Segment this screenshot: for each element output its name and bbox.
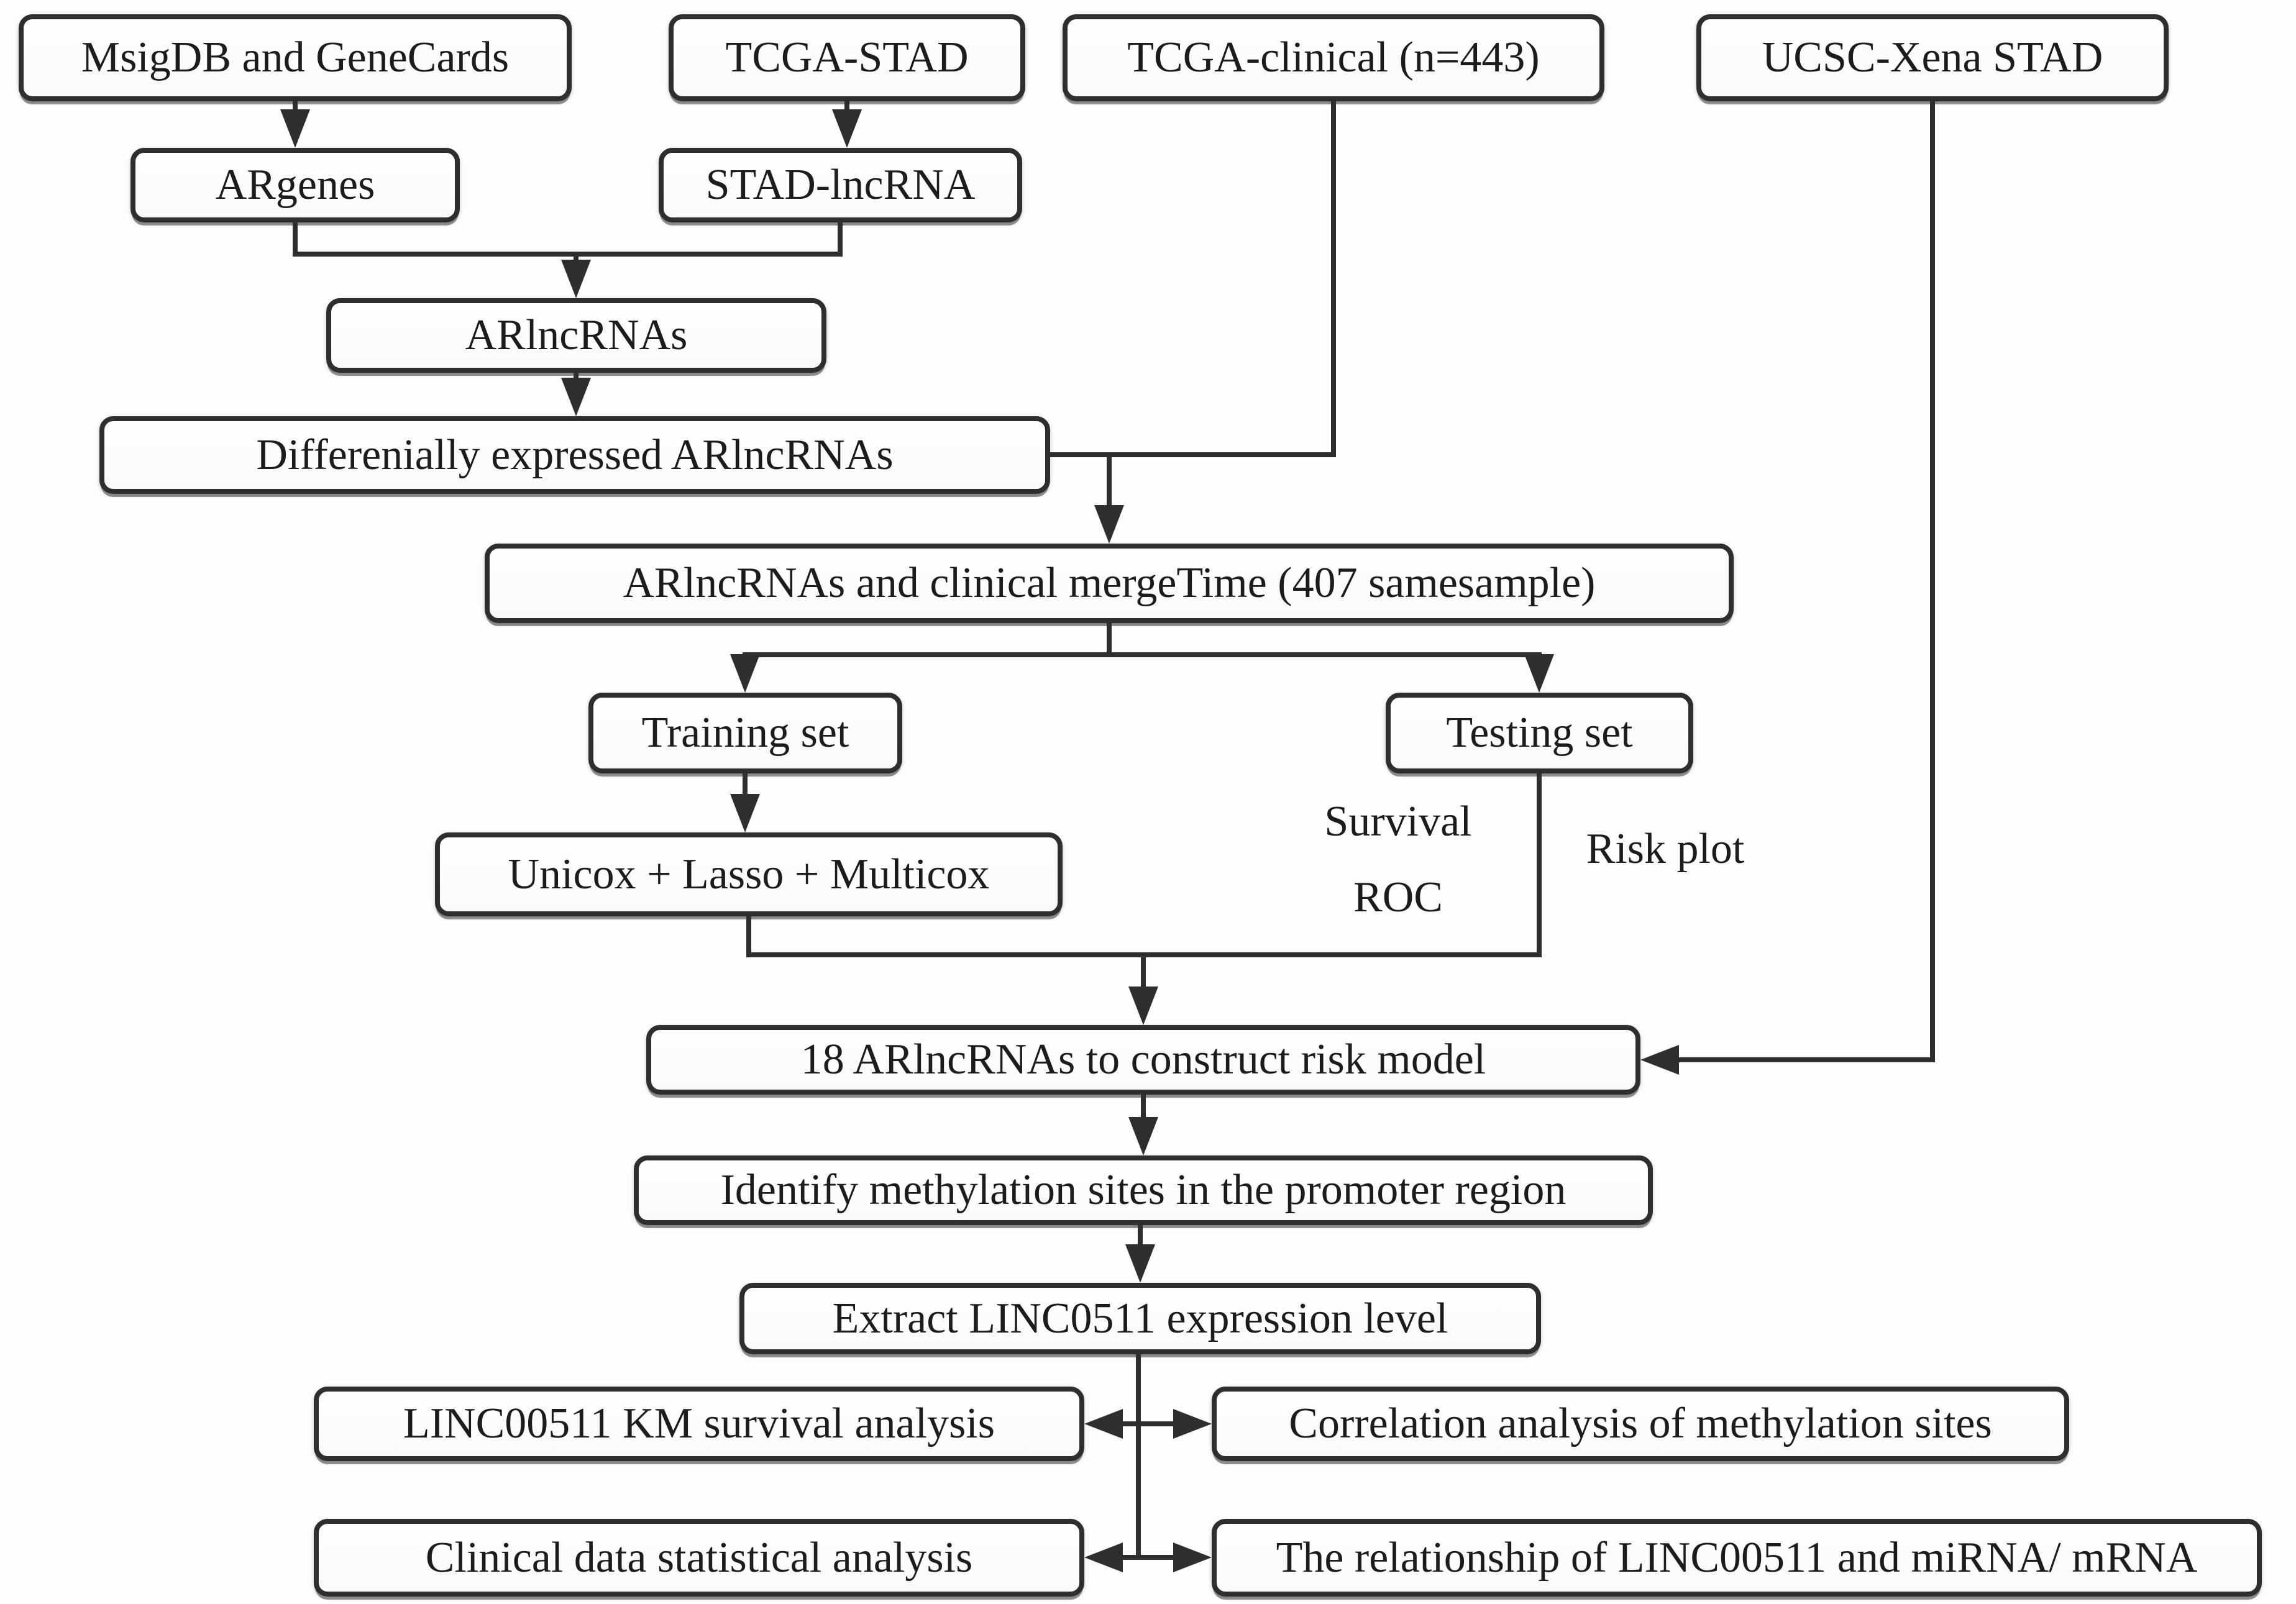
- arrow-down-icon: [730, 654, 760, 693]
- node-testing-set: Testing set: [1386, 693, 1693, 773]
- node-km-survival: LINC00511 KM survival analysis: [314, 1387, 1084, 1461]
- arrow-down-icon: [1524, 654, 1554, 693]
- connector-line: [1112, 1555, 1187, 1560]
- connector-line: [743, 652, 1542, 657]
- arrow-down-icon: [280, 109, 310, 148]
- node-risk-model: 18 ARlncRNAs to construct risk model: [646, 1025, 1640, 1095]
- node-label: 18 ARlncRNAs to construct risk model: [800, 1036, 1486, 1083]
- arrow-down-icon: [561, 378, 591, 416]
- node-label: Training set: [641, 709, 849, 757]
- node-label: ARlncRNAs: [465, 311, 688, 359]
- node-label: TCGA-STAD: [725, 34, 969, 81]
- node-extract-linc: Extract LINC0511 expression level: [739, 1283, 1541, 1354]
- connector-line: [1107, 452, 1112, 511]
- connector-line: [1112, 1421, 1187, 1426]
- arrow-left-icon: [1084, 1409, 1123, 1439]
- node-arlncrnas: ARlncRNAs: [326, 298, 826, 373]
- arrow-left-icon: [1640, 1045, 1679, 1075]
- node-training-set: Training set: [588, 693, 902, 773]
- node-label: UCSC-Xena STAD: [1762, 34, 2103, 81]
- connector-line: [1050, 452, 1336, 457]
- connector-line: [1138, 1225, 1143, 1249]
- arrow-down-icon: [1128, 987, 1158, 1025]
- edge-label-risk-plot: Risk plot: [1586, 825, 1745, 873]
- node-argenes: ARgenes: [130, 148, 460, 222]
- connector-line: [743, 773, 748, 801]
- connector-line: [838, 222, 843, 257]
- node-label: STAD-lncRNA: [705, 161, 976, 209]
- arrow-down-icon: [1094, 505, 1124, 544]
- node-relationship-mirna: The relationship of LINC00511 and miRNA/…: [1212, 1519, 2262, 1597]
- node-msigdb-genecards: MsigDB and GeneCards: [19, 14, 572, 101]
- connector-line: [293, 222, 298, 257]
- node-label: Clinical data statistical analysis: [425, 1533, 973, 1582]
- connector-line: [1136, 1354, 1141, 1560]
- node-label: ARgenes: [215, 161, 375, 209]
- arrow-down-icon: [730, 794, 760, 832]
- connector-line: [1141, 952, 1146, 990]
- node-label: Unicox + Lasso + Multicox: [508, 850, 990, 898]
- node-label: Identify methylation sites in the promot…: [720, 1166, 1566, 1214]
- node-label: Testing set: [1446, 709, 1633, 757]
- connector-line: [1930, 101, 1935, 1062]
- arrow-left-icon: [1084, 1542, 1123, 1572]
- arrow-right-icon: [1173, 1542, 1212, 1572]
- connector-line: [1331, 101, 1336, 457]
- node-label: ARlncRNAs and clinical mergeTime (407 sa…: [623, 559, 1596, 607]
- node-ucsc-xena-stad: UCSC-Xena STAD: [1696, 14, 2169, 101]
- connector-line: [1678, 1057, 1935, 1062]
- arrow-down-icon: [1128, 1117, 1158, 1155]
- node-tcga-clinical: TCGA-clinical (n=443): [1063, 14, 1604, 101]
- node-label: The relationship of LINC00511 and miRNA/…: [1276, 1533, 2198, 1582]
- connector-line: [1537, 773, 1542, 957]
- connector-line: [746, 916, 751, 957]
- arrow-right-icon: [1173, 1409, 1212, 1439]
- node-identify-methylation: Identify methylation sites in the promot…: [634, 1155, 1653, 1225]
- node-diff-expressed-arlncrnas: Differenially expressed ARlncRNAs: [99, 416, 1050, 494]
- node-label: Differenially expressed ARlncRNAs: [256, 431, 894, 479]
- connector-line: [574, 252, 579, 267]
- connector-line: [1107, 623, 1112, 657]
- connector-line: [1141, 1095, 1146, 1122]
- arrow-down-icon: [832, 109, 862, 148]
- node-clinical-statistical: Clinical data statistical analysis: [314, 1519, 1084, 1597]
- connector-line: [293, 101, 298, 114]
- connector-line: [293, 252, 843, 257]
- connector-line: [844, 101, 849, 114]
- node-label: Extract LINC0511 expression level: [832, 1294, 1448, 1342]
- arrow-down-icon: [561, 260, 591, 298]
- node-stad-lncrna: STAD-lncRNA: [659, 148, 1022, 222]
- node-label: TCGA-clinical (n=443): [1127, 34, 1540, 81]
- node-tcga-stad: TCGA-STAD: [669, 14, 1025, 101]
- node-unicox-lasso-multicox: Unicox + Lasso + Multicox: [435, 832, 1063, 916]
- node-merge-time: ARlncRNAs and clinical mergeTime (407 sa…: [485, 544, 1734, 623]
- edge-label-roc: ROC: [1353, 873, 1443, 921]
- node-label: Correlation analysis of methylation site…: [1289, 1400, 1992, 1447]
- edge-label-survival: Survival: [1324, 798, 1472, 845]
- node-correlation-methylation: Correlation analysis of methylation site…: [1212, 1387, 2069, 1461]
- node-label: MsigDB and GeneCards: [81, 34, 510, 81]
- node-label: LINC00511 KM survival analysis: [403, 1400, 995, 1447]
- arrow-down-icon: [1125, 1244, 1155, 1283]
